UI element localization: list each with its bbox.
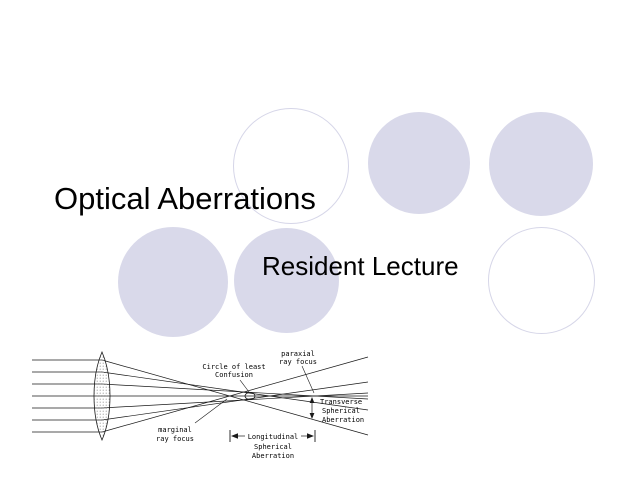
label-circle-confusion-line1: Circle of least [202, 363, 265, 371]
pointer-line-circle-confusion [239, 379, 250, 393]
label-transverse-line1: Transverse [320, 398, 362, 406]
label-transverse-line3: Aberration [322, 416, 364, 424]
arrowhead-right [307, 433, 314, 439]
decorative-circle-outlined-right [488, 227, 595, 334]
decorative-circle-filled-mid-1 [118, 227, 228, 337]
refracted-rays [101, 356, 369, 436]
label-circle-confusion-line2: Confusion [215, 371, 253, 379]
lens-shape [93, 350, 111, 442]
pointer-line-paraxial [301, 365, 315, 394]
arrowhead-left [231, 433, 238, 439]
ray-line [101, 371, 369, 411]
ray-line [101, 392, 369, 409]
pointer-line-marginal [194, 398, 228, 424]
decorative-circle-filled-top-2 [489, 112, 593, 216]
spherical-aberration-diagram: Circle of least Confusion paraxial ray f… [32, 350, 369, 460]
ray-line [101, 381, 369, 421]
label-longitudinal-line3: Aberration [252, 452, 294, 460]
ray-line [101, 383, 369, 400]
ray-line [101, 356, 369, 433]
incident-rays [32, 359, 102, 433]
label-longitudinal-line2: Spherical [254, 443, 292, 451]
decorative-circle-filled-mid-2 [234, 228, 339, 333]
label-marginal-line1: marginal [158, 426, 192, 434]
decorative-circle-outlined-top [233, 108, 349, 224]
circle-of-least-confusion [244, 392, 256, 400]
ray-line [101, 359, 369, 436]
label-transverse-line2: Spherical [322, 407, 360, 415]
transverse-aberration-arrow [309, 397, 315, 419]
label-marginal-line2: ray focus [156, 435, 194, 443]
slide-title: Optical Aberrations [54, 181, 316, 216]
label-paraxial-line2: ray focus [279, 358, 317, 366]
label-paraxial-line1: paraxial [281, 350, 315, 358]
decorative-circle-filled-top-1 [368, 112, 470, 214]
arrowhead-down [309, 413, 315, 419]
longitudinal-aberration-arrow [229, 430, 316, 442]
arrowhead-up [309, 397, 315, 403]
label-longitudinal-line1: Longitudinal [248, 433, 299, 441]
slide-subtitle: Resident Lecture [262, 251, 459, 281]
